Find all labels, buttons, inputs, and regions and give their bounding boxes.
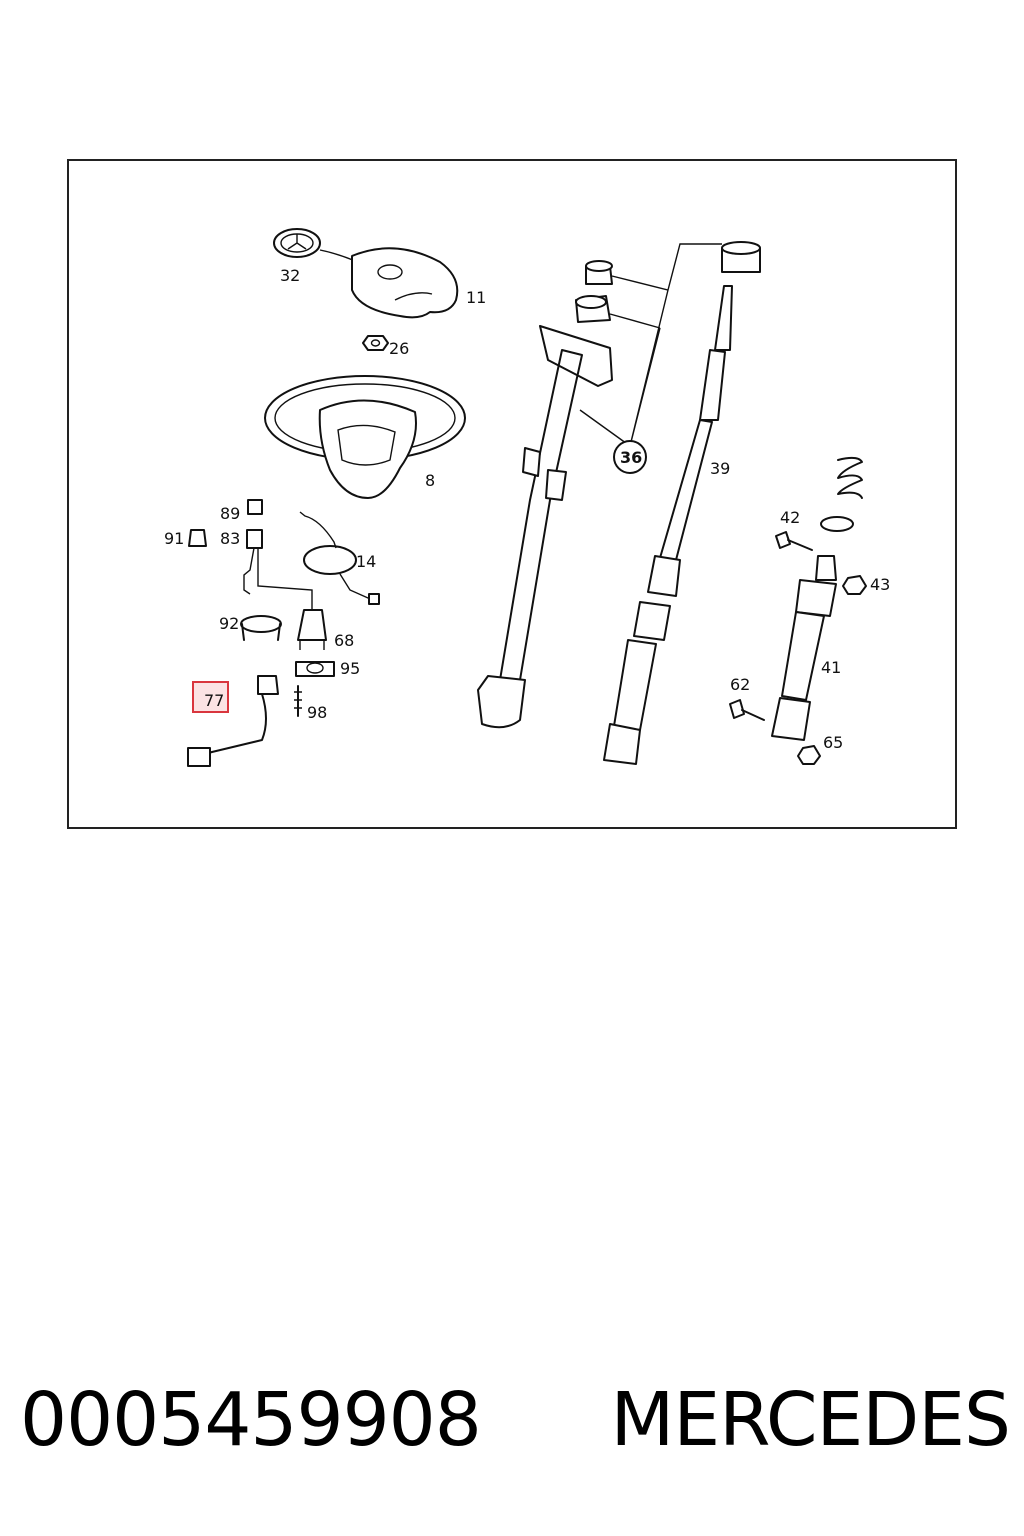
bushing-parts xyxy=(575,241,761,323)
brand-name: MERCEDES xyxy=(610,1377,1011,1463)
switch-68-part xyxy=(297,609,327,650)
bolt-42-part xyxy=(775,531,813,551)
part-label-26: 26 xyxy=(389,339,409,358)
emblem-ring-part xyxy=(273,228,376,271)
clock-spring-14-part xyxy=(299,511,380,605)
caption: 0005459908 MERCEDES xyxy=(20,1370,1011,1470)
diagram-border xyxy=(67,159,957,829)
part-label-42: 42 xyxy=(780,508,800,527)
bolt-62-part xyxy=(729,699,765,721)
sensor-77-part xyxy=(187,675,279,767)
steering-shaft-part xyxy=(603,285,733,765)
part-label-92: 92 xyxy=(219,614,239,633)
callout-circle-36 xyxy=(613,440,647,474)
parts-diagram: 32 11 26 8 36 39 89 91 83 14 92 68 95 98… xyxy=(67,159,957,829)
part-label-68: 68 xyxy=(334,631,354,650)
nut-part xyxy=(362,335,389,351)
part-label-89: 89 xyxy=(220,504,240,523)
highlight-box-77 xyxy=(192,681,229,713)
part-label-36: 36 xyxy=(620,448,642,467)
part-label-32: 32 xyxy=(280,266,300,285)
part-label-65: 65 xyxy=(823,733,843,752)
leader-lines-36 xyxy=(579,243,722,447)
nut-43-part xyxy=(842,575,867,595)
steering-column-part xyxy=(477,325,613,729)
part-label-62: 62 xyxy=(730,675,750,694)
part-label-14: 14 xyxy=(356,552,376,571)
spring-part xyxy=(820,456,863,532)
steering-wheel-part xyxy=(264,375,466,499)
clamp-95-part xyxy=(295,661,335,677)
part-label-91: 91 xyxy=(164,529,184,548)
part-label-77: 77 xyxy=(204,691,224,710)
part-label-11: 11 xyxy=(466,288,486,307)
part-number: 0005459908 xyxy=(20,1377,482,1463)
intermediate-shaft-part xyxy=(771,555,837,741)
part-label-95: 95 xyxy=(340,659,360,678)
part-label-83: 83 xyxy=(220,529,240,548)
airbag-cover-part xyxy=(351,247,459,319)
part-label-8: 8 xyxy=(425,471,435,490)
screw-98-part xyxy=(294,685,302,717)
part-label-41: 41 xyxy=(821,658,841,677)
small-nut-89-part xyxy=(247,499,263,515)
ring-92-part xyxy=(240,615,282,641)
part-label-98: 98 xyxy=(307,703,327,722)
cap-91-part xyxy=(188,529,207,547)
part-label-39: 39 xyxy=(710,459,730,478)
bulb-83-part xyxy=(243,529,313,610)
nut-65-part xyxy=(797,745,821,765)
part-label-43: 43 xyxy=(870,575,890,594)
